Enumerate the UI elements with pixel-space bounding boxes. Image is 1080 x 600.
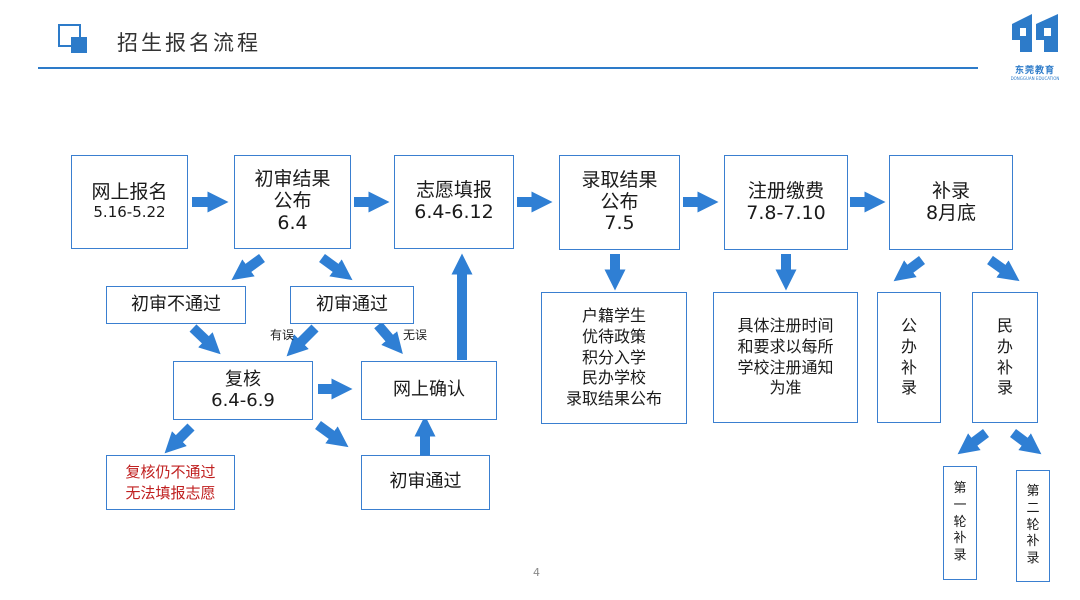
recheck-fail-line1: 复核仍不通过 xyxy=(125,463,216,482)
page-number: 4 xyxy=(533,566,540,579)
admission-item: 录取结果公布 xyxy=(565,389,662,409)
logo: 东莞教育 DONGGUAN EDUCATION xyxy=(1002,6,1068,86)
review-pass2-box: 初审通过 xyxy=(361,455,490,510)
recheck-box: 复核 6.4-6.9 xyxy=(173,361,313,420)
arrow-to-round1 xyxy=(957,429,989,455)
arrow-to-round2 xyxy=(1010,429,1042,455)
header-divider xyxy=(38,67,978,69)
step-title-line2: 公布 xyxy=(273,190,312,213)
admission-item: 户籍学生 xyxy=(581,306,646,325)
step-preference-filling: 志愿填报 6.4-6.12 xyxy=(394,155,514,249)
public-supplement-box: 公办补录 xyxy=(877,292,941,423)
online-confirm-label: 网上确认 xyxy=(393,379,465,401)
registration-note-line: 具体注册时间 xyxy=(737,315,834,335)
private-supplement-label: 民办补录 xyxy=(997,315,1014,398)
arrow-pass-to-recheck xyxy=(286,324,319,357)
logo-mark-icon xyxy=(1012,14,1058,52)
step-title: 录取结果 xyxy=(581,168,658,191)
no-error-label: 无误 xyxy=(403,328,428,342)
step-registration-payment: 注册缴费 7.8-7.10 xyxy=(724,155,848,250)
registration-note-line: 和要求以每所 xyxy=(737,336,834,356)
online-confirm-box: 网上确认 xyxy=(361,361,497,420)
private-supplement-box: 民办补录 xyxy=(972,292,1038,423)
step-date: 6.4-6.12 xyxy=(414,201,494,223)
logo-subtext: DONGGUAN EDUCATION xyxy=(1010,76,1060,81)
registration-note-line: 学校注册通知 xyxy=(737,357,834,377)
step-title: 网上报名 xyxy=(91,181,168,204)
step-title: 初审结果 xyxy=(254,168,331,191)
step-date: 5.16-5.22 xyxy=(93,203,166,222)
review-pass2-label: 初审通过 xyxy=(389,471,462,493)
review-pass-label: 初审通过 xyxy=(316,293,388,315)
logo-text: 东莞教育 xyxy=(1014,66,1055,76)
step-title: 志愿填报 xyxy=(415,179,492,202)
arrow-recheck-to-pass2 xyxy=(315,420,349,448)
step-online-registration: 网上报名 5.16-5.22 xyxy=(71,155,188,249)
step-date: 6.4 xyxy=(277,211,308,234)
arrow-to-public xyxy=(893,256,925,282)
step-admission-result: 录取结果 公布 7.5 xyxy=(559,155,680,250)
page-title: 招生报名流程 xyxy=(117,31,261,55)
public-supplement-label: 公办补录 xyxy=(901,315,918,398)
registration-note-box: 具体注册时间 和要求以每所 学校注册通知 为准 xyxy=(713,292,858,423)
arrow-to-private xyxy=(987,255,1020,282)
step-date: 7.8-7.10 xyxy=(746,201,826,224)
admission-item: 优待政策 xyxy=(581,326,646,346)
has-error-label: 有误 xyxy=(270,328,295,342)
step-title: 补录 xyxy=(931,179,970,202)
round1-box: 第一轮补录 xyxy=(943,466,977,580)
admission-item: 积分入学 xyxy=(581,347,646,367)
recheck-date: 6.4-6.9 xyxy=(211,389,275,411)
arrow-to-pass xyxy=(319,253,353,281)
arrow-pass-to-confirm xyxy=(374,321,403,354)
recheck-fail-box: 复核仍不通过 无法填报志愿 xyxy=(106,455,235,510)
step-title: 注册缴费 xyxy=(747,179,824,202)
step-date: 7.5 xyxy=(604,212,635,235)
registration-note-line: 为准 xyxy=(769,378,802,398)
step-initial-review-result: 初审结果 公布 6.4 xyxy=(234,155,351,249)
review-fail-label: 初审不通过 xyxy=(131,293,221,315)
arrow-fail-to-recheck xyxy=(189,324,221,355)
step-title-line2: 公布 xyxy=(600,190,639,213)
round1-label: 第一轮补录 xyxy=(953,481,967,563)
recheck-title: 复核 xyxy=(225,368,261,390)
review-pass-box: 初审通过 xyxy=(290,286,414,324)
review-fail-box: 初审不通过 xyxy=(106,286,246,324)
step-date: 8月底 xyxy=(925,201,977,224)
admission-item: 民办学校 xyxy=(581,368,646,388)
recheck-fail-line2: 无法填报志愿 xyxy=(125,483,216,502)
section-icon xyxy=(58,24,87,53)
arrow-to-fail xyxy=(231,253,265,281)
admission-order-box: 户籍学生 优待政策 积分入学 民办学校 录取结果公布 xyxy=(541,292,687,424)
round2-box: 第二轮补录 xyxy=(1016,470,1050,582)
round2-label: 第二轮补录 xyxy=(1026,484,1040,566)
step-supplementary: 补录 8月底 xyxy=(889,155,1013,250)
arrow-recheck-to-fail xyxy=(164,423,195,454)
